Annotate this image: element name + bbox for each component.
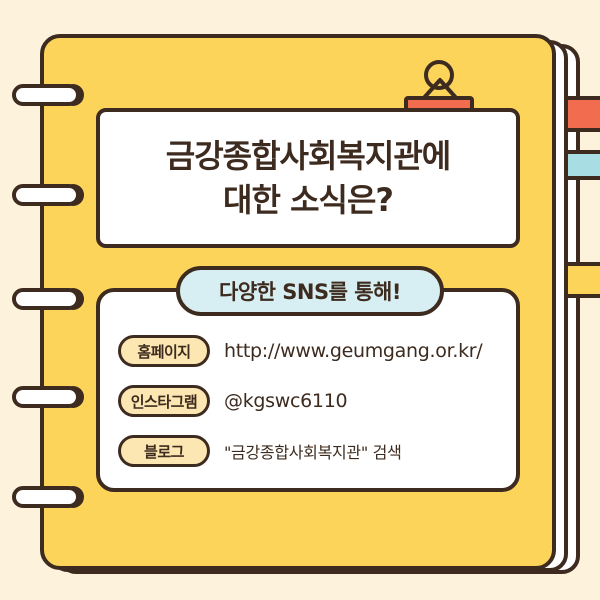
homepage-url[interactable]: http://www.geumgang.or.kr/	[224, 340, 483, 362]
tab-yellow	[564, 262, 600, 298]
tab-mint	[564, 150, 600, 180]
label-badge: 블로그	[118, 435, 210, 467]
list-item-homepage: 홈페이지 http://www.geumgang.or.kr/	[118, 333, 483, 369]
instagram-handle[interactable]: @kgswc6110	[224, 390, 348, 412]
list-item-blog: 블로그 "금강종합사회복지관" 검색	[118, 433, 402, 469]
blog-search-text: "금강종합사회복지관" 검색	[224, 443, 402, 462]
label-badge: 홈페이지	[118, 335, 210, 367]
label-badge: 인스타그램	[118, 385, 210, 417]
title-line-2: 대한 소식은?	[223, 181, 394, 219]
notebook-ring-icon	[12, 386, 80, 408]
notebook-ring-icon	[12, 486, 80, 508]
page-title: 금강종합사회복지관에 대한 소식은?	[165, 134, 451, 222]
title-line-1: 금강종합사회복지관에	[165, 137, 451, 175]
notebook-ring-icon	[12, 184, 80, 206]
title-box: 금강종합사회복지관에 대한 소식은?	[96, 108, 520, 248]
tab-red	[564, 96, 600, 132]
notebook-ring-icon	[12, 288, 80, 310]
list-item-instagram: 인스타그램 @kgswc6110	[118, 383, 348, 419]
notebook-ring-icon	[12, 84, 80, 106]
binder-clip-loop	[424, 60, 454, 90]
sns-pill: 다양한 SNS를 통해!	[176, 266, 444, 316]
